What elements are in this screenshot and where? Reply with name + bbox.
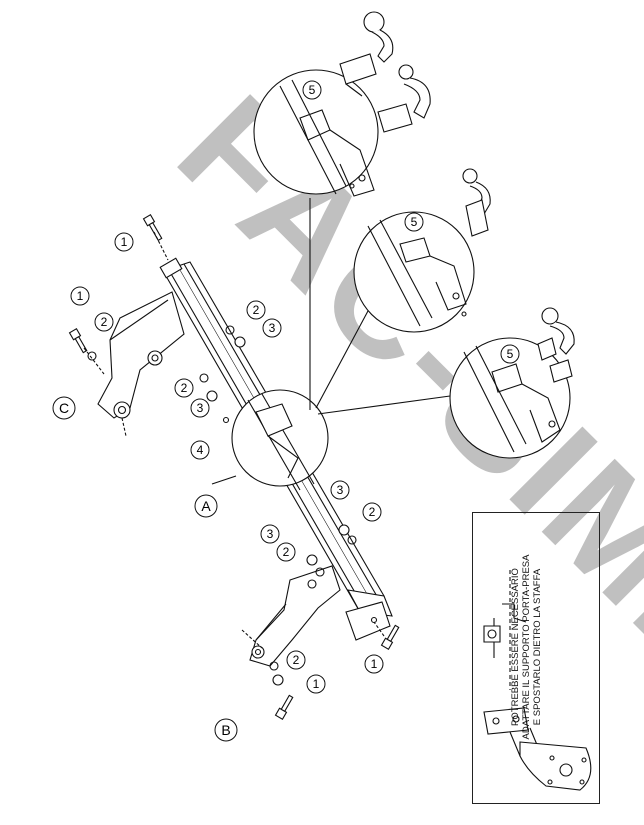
note-text: POTREBBE ESSERE NECESSARIO ADATTARE IL S… <box>510 532 570 762</box>
svg-text:2: 2 <box>181 381 188 395</box>
bolt-bottom-right <box>380 624 400 650</box>
callout-a: A <box>194 494 218 518</box>
svg-text:2: 2 <box>369 505 376 519</box>
detail-circle-top <box>253 69 379 197</box>
towball-top <box>339 11 431 133</box>
callout-3-lower: 3 <box>260 524 280 544</box>
svg-text:1: 1 <box>121 235 128 249</box>
right-end-plate <box>345 601 391 641</box>
callout-c: C <box>52 396 76 420</box>
callout-1-bottom-right: 1 <box>364 654 384 674</box>
svg-text:5: 5 <box>309 83 316 97</box>
washers-nuts <box>87 325 357 686</box>
svg-text:3: 3 <box>267 527 274 541</box>
bracket-b <box>241 565 341 667</box>
note-box <box>472 512 600 804</box>
note-illustration-socket-bracket <box>483 570 527 690</box>
note-line-2: ADATTARE IL SUPPORTO PORTA-PRESA <box>521 554 532 740</box>
callout-5-middle: 5 <box>404 212 424 232</box>
callout-1-top: 1 <box>114 232 134 252</box>
note-illustration-plate <box>483 707 592 791</box>
svg-text:2: 2 <box>293 653 300 667</box>
svg-text:2: 2 <box>253 303 260 317</box>
svg-text:B: B <box>221 722 230 738</box>
callout-b: B <box>214 718 238 742</box>
callout-1-left: 1 <box>70 286 90 306</box>
svg-text:1: 1 <box>313 677 320 691</box>
bolt-top <box>142 214 163 242</box>
callout-3-mid: 3 <box>190 398 210 418</box>
svg-text:2: 2 <box>283 545 290 559</box>
detail-circle-right <box>449 337 571 459</box>
svg-text:A: A <box>201 498 211 514</box>
callout-1-bottom-left: 1 <box>306 674 326 694</box>
svg-text:5: 5 <box>507 347 514 361</box>
callout-2-bottom: 2 <box>286 650 306 670</box>
callout-2-upper: 2 <box>246 300 266 320</box>
callout-3-upper: 3 <box>262 318 282 338</box>
towball-middle <box>462 168 491 237</box>
callout-2-left: 2 <box>94 312 114 332</box>
svg-text:4: 4 <box>197 443 204 457</box>
callout-4: 4 <box>190 440 210 460</box>
svg-text:3: 3 <box>337 483 344 497</box>
detail-circle-middle <box>353 211 475 333</box>
callout-5-right: 5 <box>500 344 520 364</box>
towball-right <box>537 307 575 383</box>
note-line-1: POTREBBE ESSERE NECESSARIO <box>510 568 521 726</box>
bracket-c <box>97 291 185 437</box>
callout-2-lower: 2 <box>276 542 296 562</box>
bolt-bottom-left <box>274 694 294 720</box>
svg-text:1: 1 <box>371 657 378 671</box>
callout-3-right: 3 <box>330 480 350 500</box>
note-line-3: E SPOSTARLO DIETRO LA STAFFA <box>532 568 543 726</box>
svg-text:C: C <box>59 400 69 416</box>
callout-5-top: 5 <box>302 80 322 100</box>
svg-text:2: 2 <box>101 315 108 329</box>
callout-2-right: 2 <box>362 502 382 522</box>
svg-text:3: 3 <box>269 321 276 335</box>
callouts: A B C 1 1 1 1 2 2 2 2 2 2 3 3 3 3 4 5 5 … <box>52 80 520 742</box>
callout-2-mid: 2 <box>174 378 194 398</box>
bolts <box>68 214 400 720</box>
svg-text:3: 3 <box>197 401 204 415</box>
leader-lines <box>211 198 451 485</box>
detail-circle-center <box>231 389 329 491</box>
svg-text:1: 1 <box>77 289 84 303</box>
svg-text:5: 5 <box>411 215 418 229</box>
